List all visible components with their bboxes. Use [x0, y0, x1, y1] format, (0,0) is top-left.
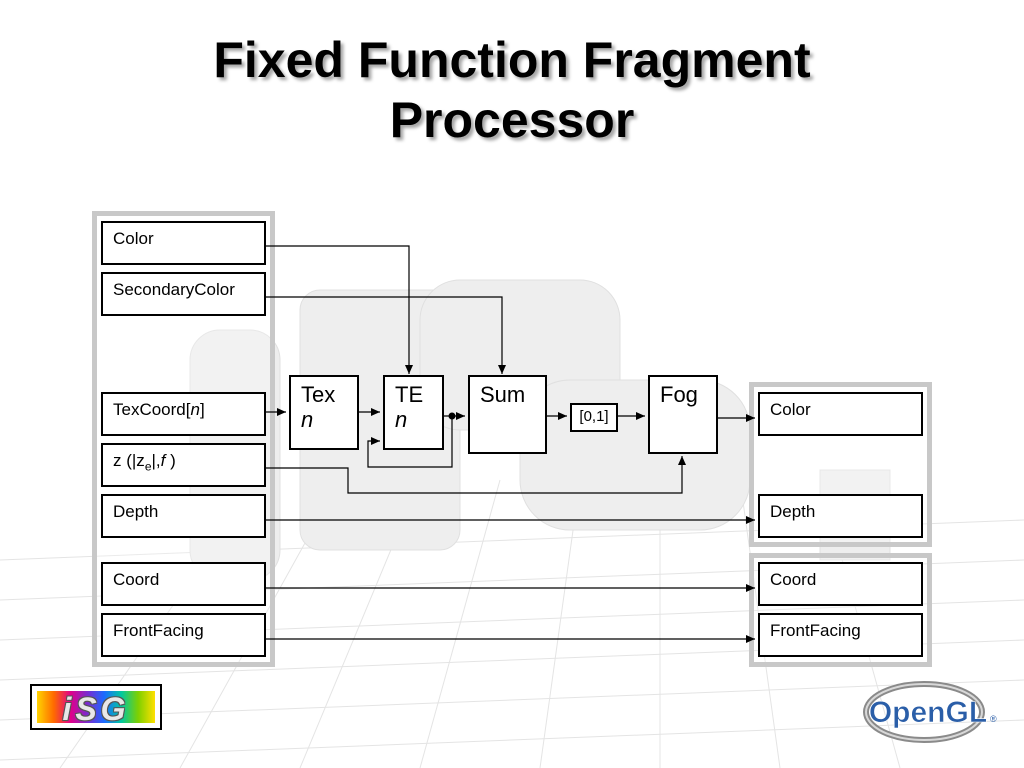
stage-tex: Tex n [289, 375, 359, 450]
input-front-facing-label: FrontFacing [113, 621, 204, 640]
texcoord-suffix: ] [199, 400, 205, 419]
output-coord-label: Coord [770, 570, 817, 589]
input-secondary-color: SecondaryColor [101, 272, 266, 316]
texcoord-prefix: TexCoord[ [113, 400, 191, 419]
opengl-registered-mark: ® [990, 714, 997, 724]
stage-sum: Sum [468, 375, 547, 454]
output-front-facing: FrontFacing [758, 613, 923, 657]
wire-te-feedback [367, 416, 453, 468]
input-z: z (|ze|,f ) [101, 443, 266, 487]
stage-clamp: [0,1] [570, 403, 618, 432]
wire-z-to-fog [265, 456, 686, 494]
stage-te-index: n [395, 407, 408, 432]
output-depth: Depth [758, 494, 923, 538]
input-color: Color [101, 221, 266, 265]
output-coord: Coord [758, 562, 923, 606]
stage-te: TE n [383, 375, 444, 450]
input-coord: Coord [101, 562, 266, 606]
stage-sum-label: Sum [480, 382, 526, 407]
stage-tex-index: n [301, 407, 314, 432]
opengl-logo-text: OpenGL [869, 696, 987, 729]
stage-fog-label: Fog [660, 382, 698, 407]
stage-fog: Fog [648, 375, 718, 454]
isg-logo-text: iSG [62, 691, 130, 727]
stage-te-label: TE [395, 382, 424, 407]
page-title: Fixed Function Fragment Processor [0, 30, 1024, 150]
output-depth-label: Depth [770, 502, 816, 521]
opengl-logo: OpenGL ® [863, 681, 997, 743]
input-front-facing: FrontFacing [101, 613, 266, 657]
stage-tex-label: Tex [301, 382, 336, 407]
junction-dot [448, 412, 456, 420]
isg-logo: iSG [30, 684, 162, 730]
input-color-label: Color [113, 229, 154, 248]
wire-color-to-te [265, 245, 413, 374]
input-coord-label: Coord [113, 570, 160, 589]
output-color-label: Color [770, 400, 811, 419]
title-line-1: Fixed Function Fragment [213, 32, 811, 88]
wire-secondary-to-sum [265, 296, 506, 374]
input-secondary-color-label: SecondaryColor [113, 280, 235, 299]
z-prefix: z (|z [113, 451, 145, 470]
input-depth: Depth [101, 494, 266, 538]
z-subscript: e [144, 459, 152, 474]
input-depth-label: Depth [113, 502, 159, 521]
z-f: f [160, 451, 166, 470]
output-front-facing-label: FrontFacing [770, 621, 861, 640]
stage-clamp-label: [0,1] [579, 408, 609, 425]
input-texcoord: TexCoord[n] [101, 392, 266, 436]
isg-logo-gradient: iSG [37, 691, 155, 727]
title-line-2: Processor [389, 92, 635, 148]
z-suffix: ) [165, 451, 176, 470]
z-mid: |, [151, 451, 161, 470]
output-color: Color [758, 392, 923, 436]
texcoord-index: n [190, 400, 200, 419]
